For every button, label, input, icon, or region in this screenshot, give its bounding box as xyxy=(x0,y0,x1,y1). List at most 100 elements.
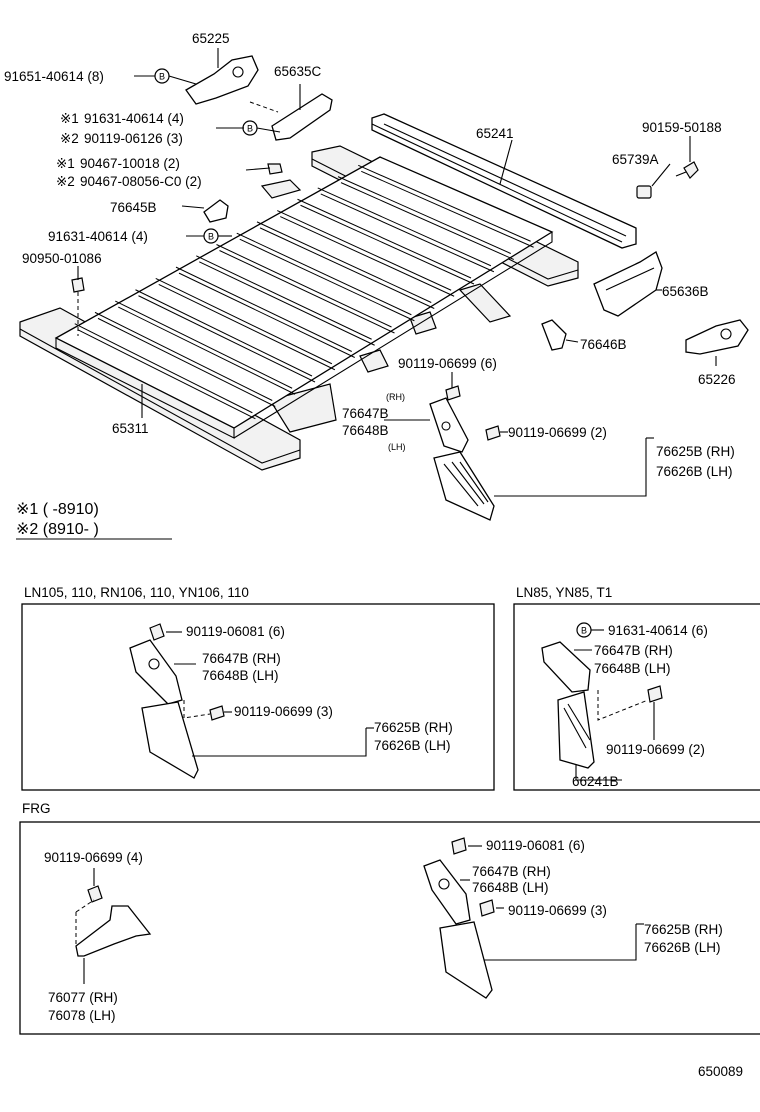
main-fasteners xyxy=(71,163,501,441)
label-76626b: 76626B (LH) xyxy=(656,464,733,479)
box-ln105: LN105, 110, RN106, 110, YN106, 110 90119… xyxy=(21,585,495,791)
bolt-symbol-2: B xyxy=(247,124,253,134)
diagram-id: 650089 xyxy=(698,1064,743,1079)
frg-label-76626b: 76626B (LH) xyxy=(644,940,721,955)
note1-mark-b: ※1 xyxy=(56,156,75,171)
frg-label-76647b: 76647B (RH) xyxy=(472,864,551,879)
bed-rib-line xyxy=(74,323,253,414)
bed-rib-line xyxy=(158,283,336,371)
label-90119-06699-b: 90119-06699 (2) xyxy=(508,425,607,440)
note-1: ※1 ( -8910) xyxy=(16,501,99,518)
bed-rib-line xyxy=(259,227,435,309)
box-ln85: LN85, YN85, T1 B 91631-40614 (6) 76647B … xyxy=(513,585,760,791)
label-90467-08056: 90467-08056-C0 (2) xyxy=(80,174,202,189)
gusset-65636b xyxy=(593,251,663,317)
note2-mark-a: ※2 xyxy=(60,131,79,146)
hanger-frg xyxy=(423,859,471,925)
label-65225: 65225 xyxy=(192,31,230,46)
label-76625b: 76625B (RH) xyxy=(656,444,735,459)
ln85-label-90119-06699: 90119-06699 (2) xyxy=(606,742,705,757)
bed-rib-line xyxy=(317,187,492,267)
flap-hanger-76647b xyxy=(429,397,469,453)
bed-rib-line xyxy=(178,272,355,358)
bed-rib-line xyxy=(97,317,276,407)
label-65739a: 65739A xyxy=(612,152,659,167)
ln105-label-76647b: 76647B (RH) xyxy=(202,651,281,666)
ln85-bolt-symbol: B xyxy=(581,626,587,636)
bracket-65225 xyxy=(185,55,259,105)
bed-rib-line xyxy=(175,266,352,352)
bed-rib-line xyxy=(280,216,455,297)
ln105-label-76626b: 76626B (LH) xyxy=(374,738,451,753)
frg-label-90119-06699-b: 90119-06699 (3) xyxy=(508,903,607,918)
ln105-label-90119-06081: 90119-06081 (6) xyxy=(186,624,285,639)
note2-mark-b: ※2 xyxy=(56,174,75,189)
ln85-label-76647b: 76647B (RH) xyxy=(594,643,673,658)
label-76648b: 76648B xyxy=(342,423,389,438)
flap-frg xyxy=(439,921,493,999)
rear-rail-65241 xyxy=(371,113,637,249)
bed-rib-line xyxy=(239,238,415,322)
frg-label-76625b: 76625B (RH) xyxy=(644,922,723,937)
mud-flap-76625b xyxy=(433,451,495,521)
main-assembly: B B B xyxy=(4,31,749,521)
bolt-frg-a xyxy=(87,885,103,903)
bed-rib-line xyxy=(138,295,316,383)
bed-rib-line xyxy=(115,300,293,389)
bed-rib-line xyxy=(77,329,256,420)
bolt-frg-b xyxy=(451,837,467,855)
bed-rib-line xyxy=(118,306,296,395)
bed-rib-line xyxy=(361,170,534,248)
label-90467-10018: 90467-10018 (2) xyxy=(80,156,180,171)
note1-mark-a: ※1 xyxy=(60,111,79,126)
label-65636b: 65636B xyxy=(662,284,709,299)
label-65311: 65311 xyxy=(112,421,149,436)
ln105-label-76648b: 76648B (LH) xyxy=(202,668,279,683)
flap-ln105 xyxy=(141,701,199,779)
bolt-ln85 xyxy=(647,685,663,703)
label-91631-40614-b: 91631-40614 (4) xyxy=(48,229,148,244)
bolt-90159 xyxy=(675,161,699,179)
bolt-ln105-a xyxy=(149,623,165,641)
frg-label-90119-06081: 90119-06081 (6) xyxy=(486,838,585,853)
ln105-label-76625b: 76625B (RH) xyxy=(374,720,453,735)
bed-rib-line xyxy=(216,244,392,328)
bolt-frg-c xyxy=(479,899,495,917)
bed-rib-line xyxy=(340,182,514,260)
note-2: ※2 (8910- ) xyxy=(16,521,99,538)
bed-rib-line xyxy=(320,193,495,273)
box-ln105-title: LN105, 110, RN106, 110, YN106, 110 xyxy=(24,585,249,600)
bolt-symbol-1: B xyxy=(159,72,165,82)
hanger-ln85 xyxy=(541,641,591,693)
bolt-ln105-b xyxy=(209,705,225,721)
ln85-label-76648b: 76648B (LH) xyxy=(594,661,671,676)
hanger-ln105 xyxy=(129,639,183,705)
bed-rib-line xyxy=(256,221,432,303)
notes: ※1 ( -8910) ※2 (8910- ) xyxy=(16,501,172,540)
ln85-label-66241b: 66241B xyxy=(572,774,619,789)
bracket-76645b xyxy=(203,199,229,223)
bed-rib-line xyxy=(300,204,475,285)
ln105-label-90119-06699: 90119-06699 (3) xyxy=(234,704,333,719)
label-rh-small: (RH) xyxy=(386,392,405,402)
bed-rib-line xyxy=(135,289,313,377)
label-65226: 65226 xyxy=(698,372,736,387)
label-90119-06699-a: 90119-06699 (6) xyxy=(398,356,497,371)
frg-label-76078: 76078 (LH) xyxy=(48,1008,116,1023)
nut-65739a xyxy=(636,185,652,199)
label-65635c: 65635C xyxy=(274,64,322,79)
bracket-76077 xyxy=(75,905,152,957)
ln85-label-91631-40614: 91631-40614 (6) xyxy=(608,623,708,638)
bolt-symbol-3: B xyxy=(208,232,214,242)
bed-rib-line xyxy=(297,198,472,279)
label-90950-01086: 90950-01086 xyxy=(22,251,102,266)
box-frg: FRG 90119-06699 (4) 76077 (RH) 76078 (LH… xyxy=(19,801,760,1035)
label-90119-06126: 90119-06126 (3) xyxy=(84,131,183,146)
box-frg-title: FRG xyxy=(22,801,51,816)
bed-rib-line xyxy=(219,250,395,334)
label-91651-40614: 91651-40614 (8) xyxy=(4,69,104,84)
label-lh-small: (LH) xyxy=(388,442,406,452)
bed-floor-65311 xyxy=(54,156,554,439)
bed-rib-line xyxy=(277,210,452,291)
